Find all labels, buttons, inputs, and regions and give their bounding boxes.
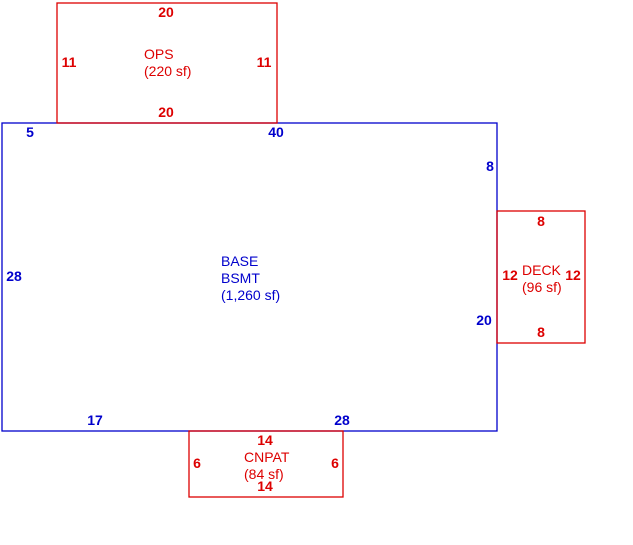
base-area: (1,260 sf) — [221, 287, 280, 303]
ops-dim-top: 20 — [158, 4, 174, 20]
deck-dim-left: 12 — [502, 267, 518, 283]
base-dim-bottom-left: 17 — [87, 412, 103, 428]
base-name-line1: BASE — [221, 253, 258, 269]
deck-labels: DECK (96 sf) 8 8 12 12 — [502, 213, 581, 340]
deck-dim-right: 12 — [565, 267, 581, 283]
ops-outline — [56, 2, 278, 124]
ops-dim-right: 11 — [257, 54, 272, 70]
base-dim-right-lower: 20 — [476, 312, 492, 328]
cnpat-labels: CNPAT (84 sf) 14 14 6 6 — [193, 432, 339, 494]
base-dim-left: 28 — [6, 268, 22, 284]
ops-labels: OPS (220 sf) 20 20 11 11 — [62, 4, 272, 120]
ops-dim-left: 11 — [62, 54, 77, 70]
cnpat-name: CNPAT — [244, 449, 290, 465]
base-name-line2: BSMT — [221, 270, 260, 286]
cnpat-dim-left: 6 — [193, 455, 201, 471]
ops-dim-bottom: 20 — [158, 104, 174, 120]
cnpat-outline — [188, 430, 344, 498]
cnpat-dim-right: 6 — [331, 455, 339, 471]
deck-outline — [496, 210, 586, 344]
ops-name: OPS — [144, 46, 174, 62]
base-dim-top-left: 5 — [26, 124, 34, 140]
base-dim-top-right: 40 — [268, 124, 284, 140]
base-dim-right-upper: 8 — [486, 158, 494, 174]
base-dim-bottom-right: 28 — [334, 412, 350, 428]
ops-area: (220 sf) — [144, 63, 191, 79]
deck-name: DECK — [522, 262, 562, 278]
base-labels: BASE BSMT (1,260 sf) 5 40 28 8 20 17 28 — [6, 124, 494, 428]
deck-dim-top: 8 — [537, 213, 545, 229]
deck-dim-bottom: 8 — [537, 324, 545, 340]
cnpat-area: (84 sf) — [244, 466, 284, 482]
cnpat-dim-bottom: 14 — [257, 478, 273, 494]
deck-area: (96 sf) — [522, 279, 562, 295]
cnpat-dim-top: 14 — [257, 432, 273, 448]
